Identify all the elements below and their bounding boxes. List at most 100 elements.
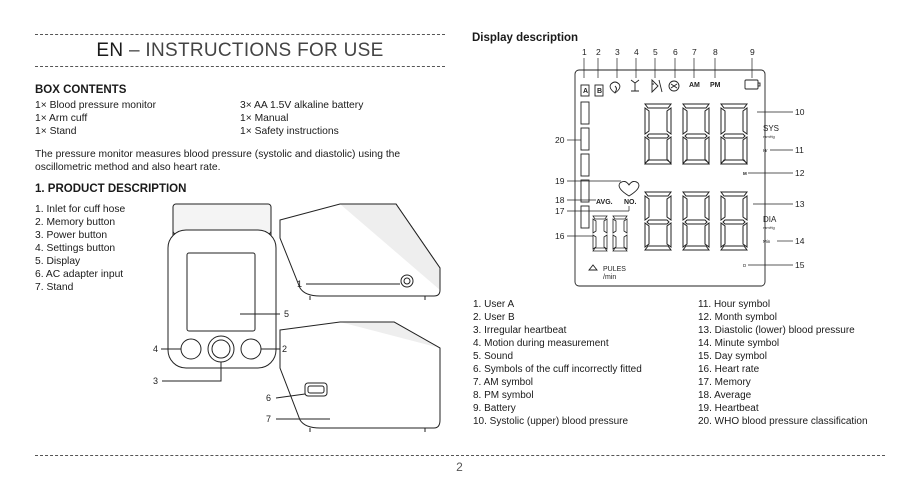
box-contents-left: 1× Blood pressure monitor 1× Arm cuff 1×… <box>35 99 156 138</box>
minute-label: Min <box>763 239 771 244</box>
legend-item: 8. PM symbol <box>473 390 534 401</box>
callout-1: 1 <box>297 279 302 289</box>
user-a-icon: A <box>583 88 588 95</box>
box-contents-description: The pressure monitor measures blood pres… <box>35 149 401 173</box>
side-view-top <box>279 203 441 300</box>
callout-3: 3 <box>153 376 158 386</box>
part-item: 1. Inlet for cuff hose <box>35 204 126 215</box>
month-label: M <box>743 171 747 176</box>
pulse-digits <box>592 215 628 252</box>
callout-7: 7 <box>266 414 271 424</box>
lcd-num-19: 19 <box>555 176 565 186</box>
heartbeat-icon <box>618 180 640 197</box>
sys-label: SYS <box>763 124 779 133</box>
box-contents-heading: BOX CONTENTS <box>35 84 127 96</box>
avg-label: AVG. <box>596 199 613 206</box>
dia-label: DIA <box>763 215 777 224</box>
legend-item: 20. WHO blood pressure classification <box>698 416 868 427</box>
sound-icon <box>651 78 663 94</box>
legend-item: 15. Day symbol <box>698 351 767 362</box>
lcd-frame <box>574 69 766 287</box>
page-number: 2 <box>456 460 463 474</box>
who-classification-bars <box>580 101 590 229</box>
legend-item: 2. User B <box>473 312 515 323</box>
hose-inlet-drawing <box>400 274 414 288</box>
box-item: 1× Blood pressure monitor <box>35 100 157 111</box>
callout-5: 5 <box>284 309 289 319</box>
pm-icon: PM <box>710 82 721 89</box>
legend-item: 11. Hour symbol <box>698 299 771 310</box>
lcd-num-3: 3 <box>615 47 620 57</box>
sys-digits <box>644 103 748 165</box>
lcd-num-10: 10 <box>795 107 805 117</box>
adapter-input-drawing <box>304 382 328 397</box>
product-parts-list: 1. Inlet for cuff hose 2. Memory button … <box>35 203 125 294</box>
lcd-num-1: 1 <box>582 47 587 57</box>
product-description-heading: 1. PRODUCT DESCRIPTION <box>35 183 187 195</box>
box-item: 1× Manual <box>240 113 289 124</box>
callout-6: 6 <box>266 393 271 403</box>
legend-item: 1. User A <box>473 299 515 310</box>
sys-mmhg-label: mmHg <box>763 134 775 139</box>
callout-2: 2 <box>282 344 287 354</box>
box-item: 1× Stand <box>35 126 77 137</box>
part-item: 7. Stand <box>35 282 74 293</box>
legend-item: 18. Average <box>698 390 752 401</box>
callout-4: 4 <box>153 344 158 354</box>
legend-item: 17. Memory <box>698 377 751 388</box>
legend-item: 13. Diastolic (lower) blood pressure <box>698 325 855 336</box>
lcd-diagram: 1 2 3 4 5 6 7 8 9 A B AM PM <box>555 47 805 287</box>
legend-item: 10. Systolic (upper) blood pressure <box>473 416 629 427</box>
lcd-num-18: 18 <box>555 195 565 205</box>
lcd-num-16: 16 <box>555 231 565 241</box>
legend-item: 12. Month symbol <box>698 312 777 323</box>
am-icon: AM <box>689 82 700 89</box>
title-rule-left <box>35 66 445 67</box>
hour-label: Hr <box>763 148 768 153</box>
lcd-num-20: 20 <box>555 135 565 145</box>
legend-item: 3. Irregular heartbeat <box>473 325 567 336</box>
cuff-fitted-icon <box>668 80 680 92</box>
lcd-num-2: 2 <box>596 47 601 57</box>
battery-icon <box>744 79 759 90</box>
legend-item: 7. AM symbol <box>473 377 534 388</box>
part-item: 6. AC adapter input <box>35 269 124 280</box>
top-rule-left <box>35 34 445 35</box>
lcd-num-14: 14 <box>795 236 805 246</box>
per-min-label: /min <box>603 274 616 281</box>
box-contents-right: 3× AA 1.5V alkaline battery 1× Manual 1×… <box>240 99 363 138</box>
legend-item: 6. Symbols of the cuff incorrectly fitte… <box>473 364 642 375</box>
part-item: 4. Settings button <box>35 243 116 254</box>
box-item: 3× AA 1.5V alkaline battery <box>240 100 364 111</box>
lcd-num-6: 6 <box>673 47 678 57</box>
page-title: EN – INSTRUCTIONS FOR USE <box>96 40 384 61</box>
lcd-num-12: 12 <box>795 168 805 178</box>
part-item: 3. Power button <box>35 230 108 241</box>
lcd-num-5: 5 <box>653 47 658 57</box>
pulse-label: PULES <box>603 266 626 273</box>
lcd-num-13: 13 <box>795 199 805 209</box>
dia-mmhg-label: mmHg <box>763 225 775 230</box>
lcd-num-15: 15 <box>795 260 805 270</box>
legend-item: 4. Motion during measurement <box>473 338 609 349</box>
irregular-heartbeat-icon <box>609 81 621 94</box>
lcd-num-7: 7 <box>692 47 697 57</box>
legend-item: 14. Minute symbol <box>698 338 780 349</box>
lcd-num-17: 17 <box>555 206 565 216</box>
lcd-num-11: 11 <box>795 145 804 155</box>
legend-item: 5. Sound <box>473 351 514 362</box>
device-illustration: 5 4 2 3 1 6 7 <box>153 203 441 432</box>
memory-no-label: NO. <box>624 199 637 206</box>
lcd-num-4: 4 <box>634 47 639 57</box>
side-view-bottom <box>279 321 441 432</box>
lcd-num-9: 9 <box>750 47 755 57</box>
lcd-num-8: 8 <box>713 47 718 57</box>
display-description-heading: Display description <box>472 32 579 44</box>
box-item: 1× Arm cuff <box>35 113 88 124</box>
legend-item: 9. Battery <box>473 403 516 414</box>
motion-icon <box>630 79 640 92</box>
legend-item: 19. Heartbeat <box>698 403 759 414</box>
part-item: 2. Memory button <box>35 217 116 228</box>
dia-digits <box>644 191 748 251</box>
display-legend-left: 1. User A 2. User B 3. Irregular heartbe… <box>473 298 642 428</box>
